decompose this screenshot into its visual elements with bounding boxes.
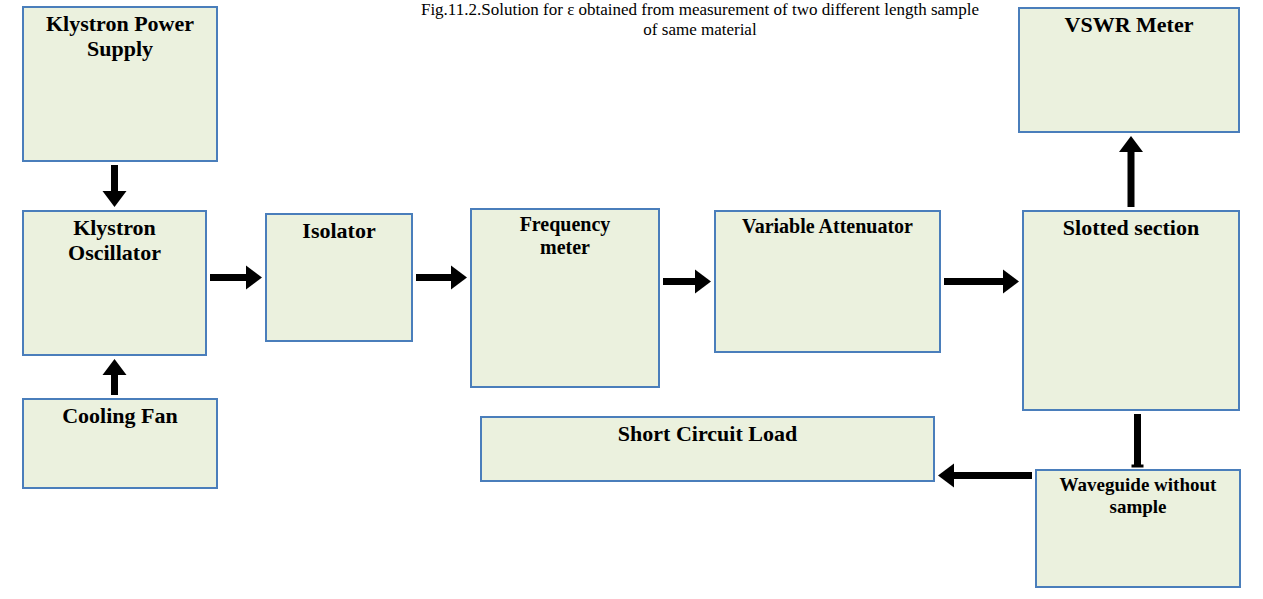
flow-arrow [938,464,1032,488]
box-label: Frequency meter [500,213,630,259]
box-label: Cooling Fan [30,403,210,428]
box-label: Klystron Power Supply [45,11,195,62]
frequency-meter-box: Frequency meter [470,208,660,388]
flow-arrow [663,270,711,294]
slotted-section-box: Slotted section [1022,210,1240,411]
flow-arrow [1119,136,1143,207]
flow-arrow [210,266,262,290]
box-label: Isolator [271,218,407,243]
attenuator-box: Variable Attenuator [714,210,941,353]
fan-box: Cooling Fan [22,398,218,489]
flow-arrow [944,270,1019,294]
flow-arrow [1132,414,1144,466]
box-label: VSWR Meter [1024,12,1234,37]
power-supply-box: Klystron Power Supply [22,6,218,162]
flow-arrow [103,359,127,395]
flow-arrow [103,165,127,207]
figure-caption: Fig.11.2.Solution for ε obtained from me… [420,0,980,41]
load-box: Short Circuit Load [480,416,935,482]
box-label: Short Circuit Load [488,421,928,446]
isolator-box: Isolator [265,213,413,342]
vswr-meter-box: VSWR Meter [1018,7,1240,133]
waveguide-box: Waveguide without sample [1035,469,1241,588]
oscillator-box: Klystron Oscillator [22,210,207,356]
box-label: Slotted section [1028,215,1234,240]
box-label: Variable Attenuator [720,215,935,238]
box-label: Waveguide without sample [1058,474,1218,518]
box-label: Klystron Oscillator [45,215,185,266]
flow-arrow [416,266,467,290]
